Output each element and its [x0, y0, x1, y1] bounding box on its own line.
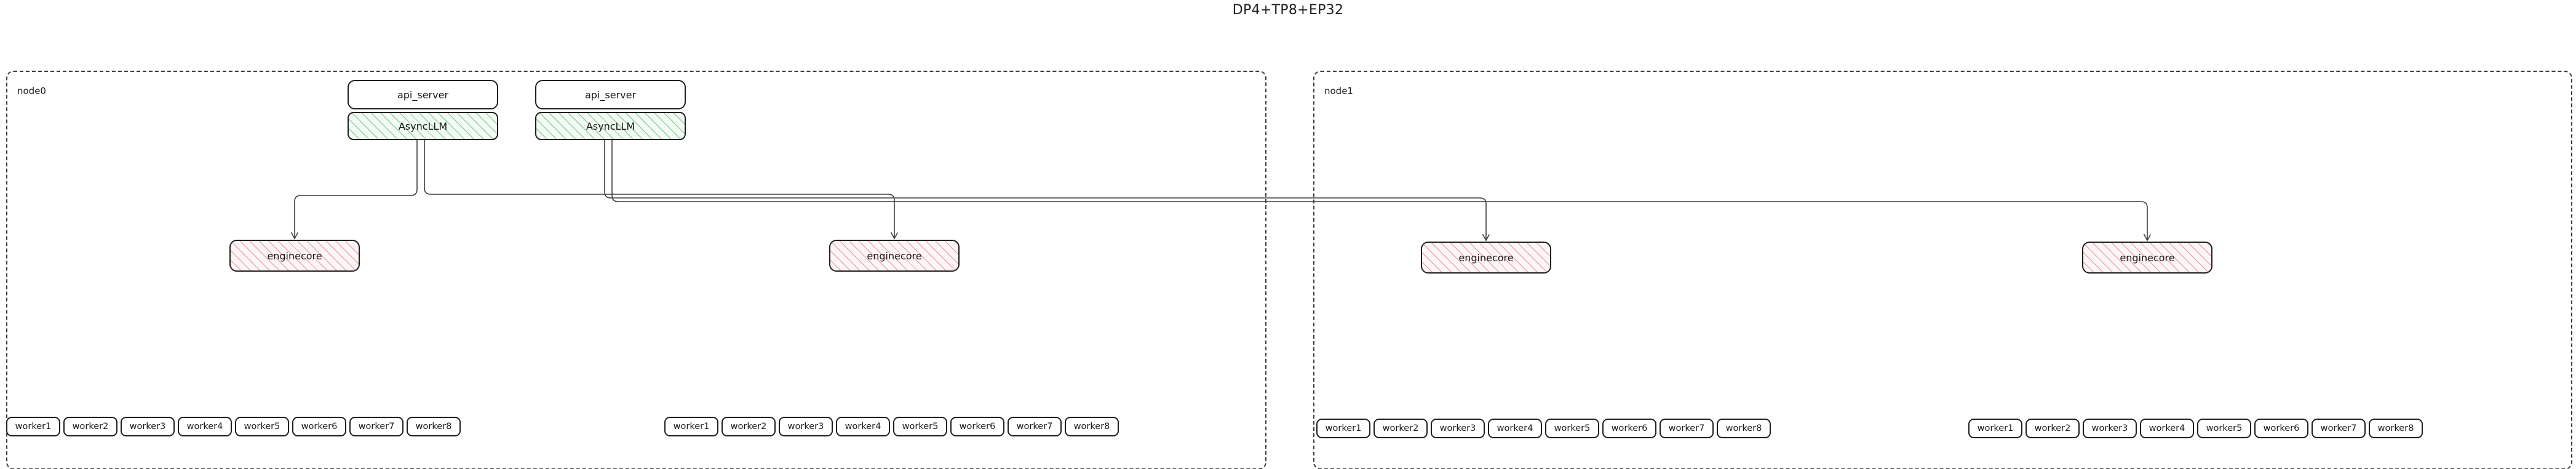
- worker-box-3-7[interactable]: worker7: [2312, 419, 2366, 438]
- worker-box-3-1[interactable]: worker1: [1968, 419, 2022, 438]
- worker-box-1-1[interactable]: worker1: [664, 417, 718, 436]
- worker-box-2-1[interactable]: worker1: [1316, 419, 1370, 438]
- worker-box-1-2[interactable]: worker2: [722, 417, 776, 436]
- asyncllm-box-1[interactable]: AsyncLLM: [535, 112, 686, 140]
- worker-box-0-6[interactable]: worker6: [292, 417, 346, 436]
- worker-box-1-7[interactable]: worker7: [1008, 417, 1062, 436]
- enginecore-box-3[interactable]: enginecore: [2082, 242, 2212, 274]
- worker-box-1-8[interactable]: worker8: [1065, 417, 1119, 436]
- worker-box-2-4[interactable]: worker4: [1488, 419, 1542, 438]
- worker-box-2-8[interactable]: worker8: [1717, 419, 1771, 438]
- worker-box-2-6[interactable]: worker6: [1602, 419, 1656, 438]
- worker-box-0-1[interactable]: worker1: [6, 417, 60, 436]
- worker-box-2-3[interactable]: worker3: [1431, 419, 1485, 438]
- api-server-box-0[interactable]: api_server: [348, 80, 498, 109]
- worker-box-2-2[interactable]: worker2: [1373, 419, 1428, 438]
- worker-box-0-5[interactable]: worker5: [235, 417, 289, 436]
- worker-box-0-8[interactable]: worker8: [407, 417, 461, 436]
- cluster-label-node0: node0: [17, 85, 46, 97]
- worker-box-0-7[interactable]: worker7: [349, 417, 403, 436]
- worker-box-2-7[interactable]: worker7: [1660, 419, 1714, 438]
- worker-box-1-4[interactable]: worker4: [836, 417, 890, 436]
- enginecore-box-0[interactable]: enginecore: [229, 240, 360, 272]
- worker-box-1-3[interactable]: worker3: [779, 417, 833, 436]
- worker-box-0-2[interactable]: worker2: [63, 417, 117, 436]
- worker-box-3-2[interactable]: worker2: [2025, 419, 2080, 438]
- worker-box-3-3[interactable]: worker3: [2083, 419, 2137, 438]
- worker-box-1-5[interactable]: worker5: [893, 417, 947, 436]
- api-server-box-1[interactable]: api_server: [535, 80, 686, 109]
- enginecore-box-2[interactable]: enginecore: [1421, 242, 1551, 274]
- worker-box-3-6[interactable]: worker6: [2254, 419, 2308, 438]
- worker-box-1-6[interactable]: worker6: [950, 417, 1004, 436]
- worker-box-2-5[interactable]: worker5: [1545, 419, 1599, 438]
- page-title: DP4+TP8+EP32: [1232, 2, 1344, 18]
- worker-box-3-5[interactable]: worker5: [2197, 419, 2251, 438]
- asyncllm-box-0[interactable]: AsyncLLM: [348, 112, 498, 140]
- worker-box-3-8[interactable]: worker8: [2369, 419, 2423, 438]
- cluster-label-node1: node1: [1324, 85, 1353, 97]
- worker-box-0-3[interactable]: worker3: [121, 417, 175, 436]
- worker-box-3-4[interactable]: worker4: [2140, 419, 2194, 438]
- worker-box-0-4[interactable]: worker4: [178, 417, 232, 436]
- enginecore-box-1[interactable]: enginecore: [829, 240, 960, 272]
